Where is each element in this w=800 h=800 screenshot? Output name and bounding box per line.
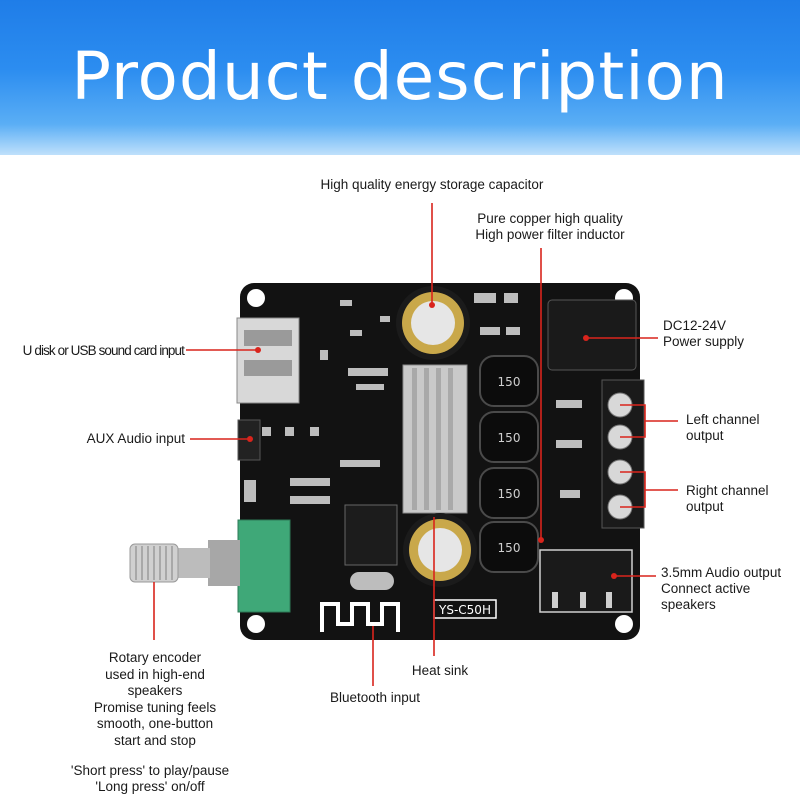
rotary-encoder xyxy=(129,519,291,613)
smd-components xyxy=(244,293,582,534)
inductor-label: Pure copper high quality High power filt… xyxy=(475,211,625,242)
model-label: YS-C50H xyxy=(438,603,491,617)
mounting-holes xyxy=(247,289,633,633)
rotary-encoder-label: Rotary encoder used in high-end speakers… xyxy=(93,650,217,748)
header-banner: Product description xyxy=(0,0,800,155)
capacitor-label: High quality energy storage capacitor xyxy=(320,177,544,192)
inductor-marking: 150 xyxy=(498,487,521,501)
page-title: Product description xyxy=(71,38,729,115)
filter-inductors xyxy=(479,355,539,573)
aux-input-label: AUX Audio input xyxy=(86,431,185,446)
storage-capacitor-bottom xyxy=(403,513,477,587)
leader-lines xyxy=(153,203,678,686)
press-instructions-label: 'Short press' to play/pause 'Long press'… xyxy=(70,763,230,794)
right-channel-label: Right channel output xyxy=(686,483,769,514)
bluetooth-label: Bluetooth input xyxy=(329,690,421,705)
inductor-marking: 150 xyxy=(498,541,521,555)
inductor-marking: 150 xyxy=(498,375,521,389)
amplifier-chip xyxy=(344,504,398,566)
inductor-marking: 150 xyxy=(498,431,521,445)
crystal xyxy=(350,572,394,590)
heat-sink-label: Heat sink xyxy=(411,663,469,678)
storage-capacitor-top xyxy=(396,286,470,360)
dc-power-jack xyxy=(547,299,637,371)
usb-port xyxy=(236,317,300,404)
bluetooth-antenna xyxy=(320,602,400,632)
usb-input-label: U disk or USB sound card input xyxy=(22,343,185,358)
speaker-terminal-block xyxy=(601,379,645,529)
left-channel-label: Left channel output xyxy=(686,412,760,443)
audio-output-label: 3.5mm Audio output Connect active speake… xyxy=(661,565,782,612)
heat-sink xyxy=(402,364,468,514)
dc-power-label: DC12-24V Power supply xyxy=(663,318,745,349)
audio-output-jack xyxy=(539,549,633,613)
